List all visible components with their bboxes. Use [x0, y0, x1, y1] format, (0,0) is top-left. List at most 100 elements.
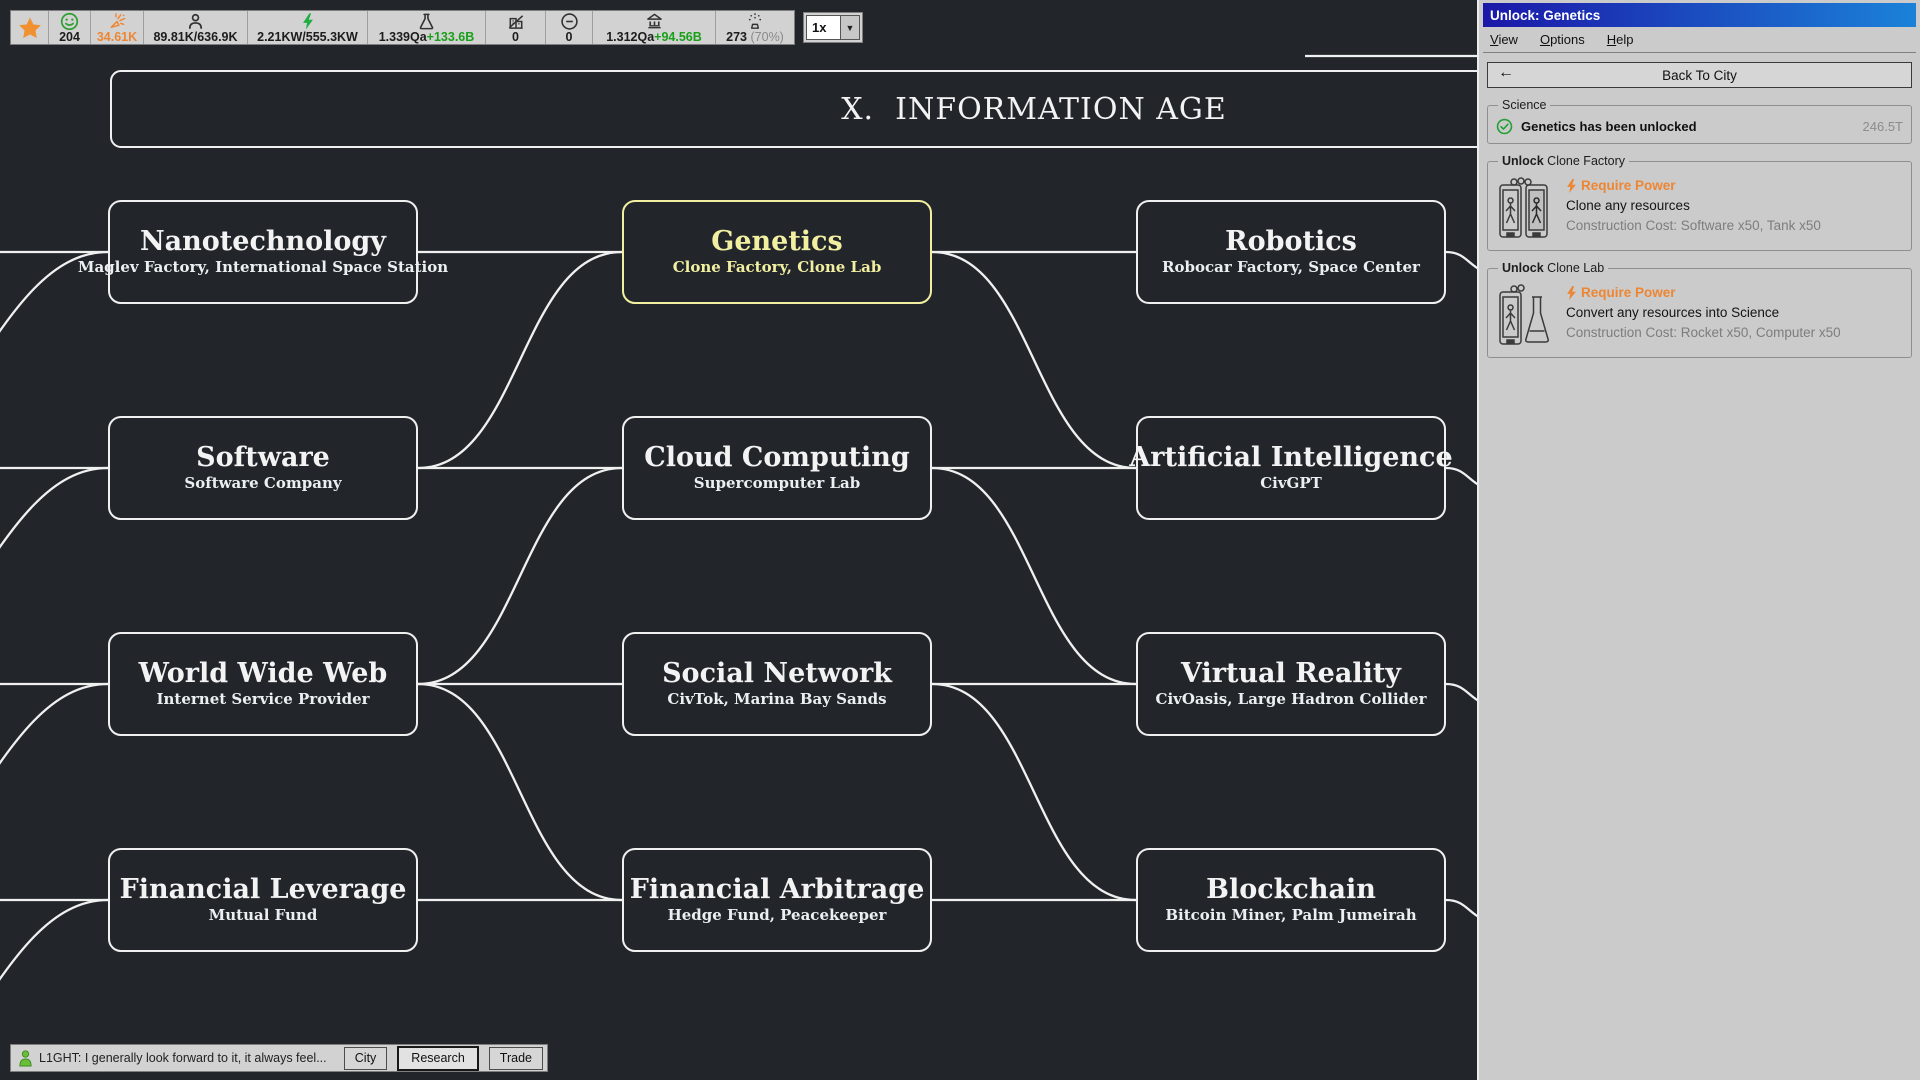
tab-research[interactable]: Research	[397, 1045, 479, 1071]
unlock-clone-lab-section: Unlock Clone Lab Require	[1487, 261, 1912, 358]
check-circle-icon	[1496, 118, 1513, 135]
tech-node-virtual-reality[interactable]: Virtual Reality CivOasis, Large Hadron C…	[1136, 632, 1446, 736]
unlock-prefix: Unlock	[1502, 154, 1544, 168]
panel-title: Unlock: Genetics	[1490, 7, 1601, 23]
require-power: Require Power	[1566, 178, 1821, 193]
circle-minus-icon	[560, 13, 578, 30]
back-to-city-label: Back To City	[1662, 67, 1737, 83]
tech-node-financial-leverage[interactable]: Financial Leverage Mutual Fund	[108, 848, 418, 952]
tech-subtitle: Bitcoin Miner, Palm Jumeirah	[1165, 906, 1417, 925]
construction-cost: Construction Cost: Software x50, Tank x5…	[1566, 218, 1821, 233]
menu-help[interactable]: Help	[1606, 32, 1634, 47]
spark-icon	[110, 13, 126, 28]
resource-toolbar: 204 34.61K 89.81K/636.9K 2.21KW/555.3KW …	[10, 10, 795, 45]
science-section: Science Genetics has been unlocked 246.5…	[1487, 98, 1912, 144]
tech-node-nanotechnology[interactable]: Nanotechnology Maglev Factory, Internati…	[78, 200, 448, 304]
clone-factory-row: Require Power Clone any resources Constr…	[1496, 174, 1903, 242]
power-bolt-icon	[1567, 285, 1576, 300]
tech-subtitle: CivGPT	[1260, 474, 1322, 493]
clone-factory-icon	[1499, 177, 1548, 238]
toolbar-cell-treasury[interactable]: 1.312Qa+94.56B	[593, 11, 716, 44]
lightning-icon	[302, 13, 313, 30]
toolbar-cell-spark[interactable]: 34.61K	[91, 11, 144, 44]
toolbar-cell-festival[interactable]: 273 (70%)	[716, 11, 794, 44]
tech-title: World Wide Web	[138, 658, 388, 690]
tech-node-software[interactable]: Software Software Company	[108, 416, 418, 520]
tech-node-cloud-computing[interactable]: Cloud Computing Supercomputer Lab	[622, 416, 932, 520]
tech-title: Financial Arbitrage	[629, 874, 925, 906]
festival-percent: (70%)	[750, 30, 784, 44]
science-row: Genetics has been unlocked 246.5T	[1496, 118, 1903, 135]
tech-title: Robotics	[1225, 226, 1357, 258]
tech-title: Blockchain	[1206, 874, 1376, 906]
tech-node-artificial-intelligence[interactable]: Artificial Intelligence CivGPT	[1129, 416, 1453, 520]
tech-title: Social Network	[662, 658, 892, 690]
toolbar-cell-science[interactable]: 1.339Qa+133.6B	[368, 11, 486, 44]
tech-subtitle: Supercomputer Lab	[693, 474, 861, 493]
unlock-description: Clone any resources	[1566, 198, 1690, 213]
festival-count: 273	[726, 30, 748, 44]
chevron-down-icon[interactable]: ▼	[841, 15, 860, 40]
toolbar-cell-happiness[interactable]: 204	[49, 11, 91, 44]
flask-icon	[419, 13, 434, 30]
toolbar-cell-shortage[interactable]: 0	[546, 11, 593, 44]
power-value: 2.21KW/555.3KW	[257, 30, 358, 44]
science-message: Genetics has been unlocked	[1521, 119, 1697, 134]
treasury-value: 1.312Qa+94.56B	[606, 31, 702, 44]
fireworks-icon	[748, 13, 762, 29]
tab-city[interactable]: City	[343, 1046, 388, 1070]
tech-title: Virtual Reality	[1181, 658, 1401, 690]
science-delta: +133.6B	[426, 30, 475, 44]
smiley-icon	[60, 12, 79, 31]
tech-subtitle: Robocar Factory, Space Center	[1162, 258, 1420, 277]
spark-value: 34.61K	[96, 30, 138, 44]
star-icon	[18, 17, 41, 39]
back-to-city-button[interactable]: ← Back To City	[1487, 62, 1912, 88]
idle-buildings-value: 0	[512, 30, 519, 44]
science-legend: Science	[1502, 98, 1547, 112]
tech-node-genetics[interactable]: Genetics Clone Factory, Clone Lab	[622, 200, 932, 304]
festival-value: 273 (70%)	[726, 31, 784, 44]
tech-node-robotics[interactable]: Robotics Robocar Factory, Space Center	[1136, 200, 1446, 304]
tech-title: Artificial Intelligence	[1129, 442, 1453, 474]
tech-node-financial-arbitrage[interactable]: Financial Arbitrage Hedge Fund, Peacekee…	[622, 848, 932, 952]
toolbar-cell-favorite[interactable]	[11, 11, 49, 44]
science-amount: 1.339Qa	[378, 30, 427, 44]
tech-title: Cloud Computing	[644, 442, 910, 474]
construction-cost: Construction Cost: Rocket x50, Computer …	[1566, 325, 1841, 340]
speed-value[interactable]: 1x	[806, 15, 841, 40]
menu-options[interactable]: Options	[1539, 32, 1585, 47]
tech-subtitle: Clone Factory, Clone Lab	[672, 258, 882, 277]
game-speed-selector[interactable]: 1x ▼	[803, 12, 863, 43]
unlock-clone-factory-section: Unlock Clone Factory	[1487, 154, 1912, 251]
shortage-value: 0	[565, 30, 573, 44]
person-icon	[188, 13, 203, 30]
tech-node-world-wide-web[interactable]: World Wide Web Internet Service Provider	[108, 632, 418, 736]
require-power-label: Require Power	[1581, 285, 1676, 300]
tab-trade[interactable]: Trade	[488, 1046, 543, 1070]
unlock-name: Clone Factory	[1547, 154, 1625, 168]
toolbar-cell-power[interactable]: 2.21KW/555.3KW	[248, 11, 368, 44]
require-power-label: Require Power	[1581, 178, 1676, 193]
toolbar-cell-workers[interactable]: 89.81K/636.9K	[144, 11, 248, 44]
bank-icon	[646, 13, 662, 29]
workers-value: 89.81K/636.9K	[153, 30, 238, 44]
tech-subtitle: CivOasis, Large Hadron Collider	[1155, 690, 1427, 709]
status-bar: L1GHT: I generally look forward to it, i…	[10, 1044, 548, 1072]
tech-subtitle: CivTok, Marina Bay Sands	[667, 690, 887, 709]
unlock-prefix: Unlock	[1502, 261, 1544, 275]
tech-title: Software	[196, 442, 330, 474]
require-power: Require Power	[1566, 285, 1841, 300]
unlock-description: Convert any resources into Science	[1566, 305, 1780, 320]
clone-lab-icon	[1499, 284, 1549, 345]
power-bolt-icon	[1567, 178, 1576, 193]
unlock-clone-factory-legend: Unlock Clone Factory	[1498, 154, 1629, 168]
tech-subtitle: Internet Service Provider	[156, 690, 370, 709]
toolbar-cell-idle-buildings[interactable]: 0	[486, 11, 546, 44]
chat-user-icon	[19, 1049, 32, 1066]
tech-node-social-network[interactable]: Social Network CivTok, Marina Bay Sands	[622, 632, 932, 736]
menu-view[interactable]: View	[1490, 32, 1518, 47]
treasury-amount: 1.312Qa	[606, 30, 655, 44]
chat-message[interactable]: L1GHT: I generally look forward to it, i…	[39, 1051, 327, 1065]
tech-node-blockchain[interactable]: Blockchain Bitcoin Miner, Palm Jumeirah	[1136, 848, 1446, 952]
